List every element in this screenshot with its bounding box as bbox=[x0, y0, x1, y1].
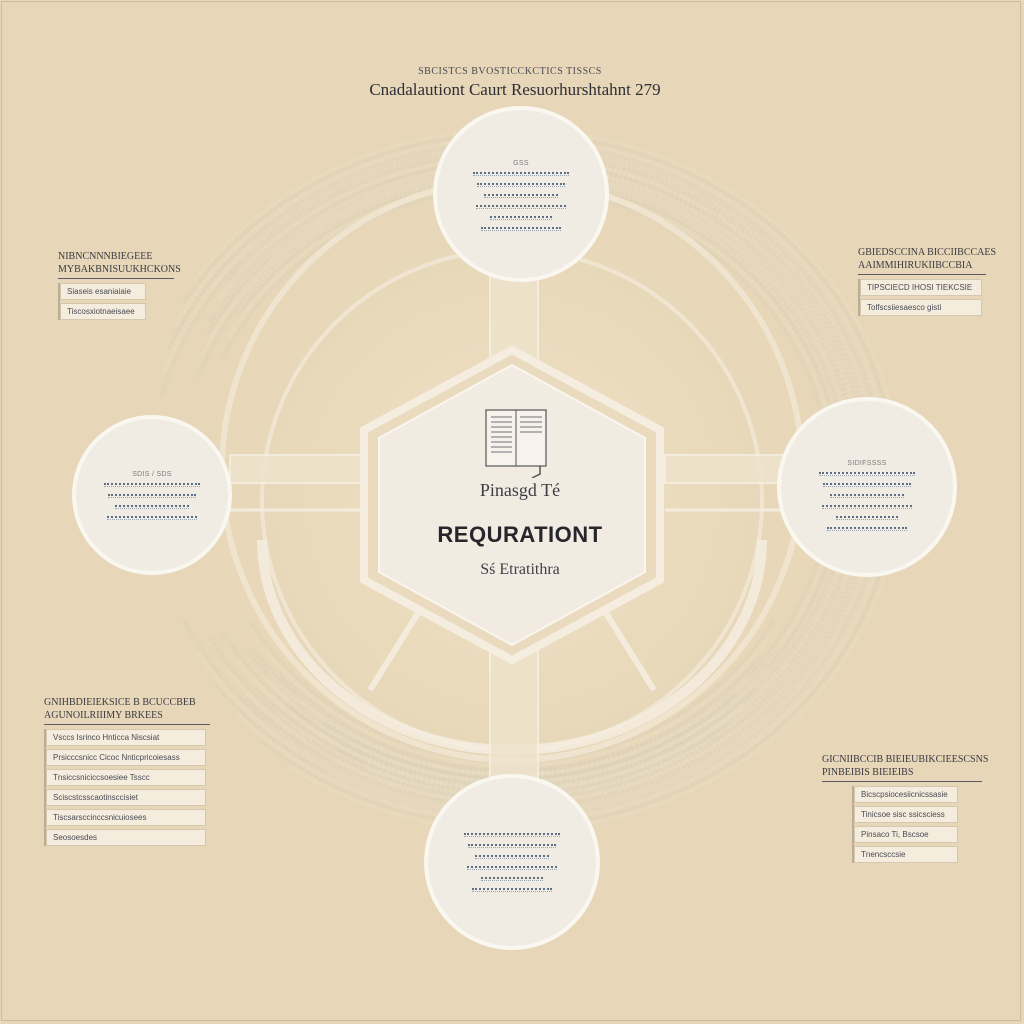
callout-top-right: GBIEDSCCINA BICCIIBCCAES AAIMMIHIRUKIIBC… bbox=[858, 246, 997, 319]
callout-bottom-left-rows: Vsccs Isrinco Hnticca Niscsiat Prsicccsn… bbox=[44, 729, 206, 846]
node-text-line bbox=[108, 493, 196, 498]
callout-row: Tnsiccsniciccsoesiee Tsscc bbox=[46, 769, 206, 786]
spoke-right bbox=[601, 608, 657, 692]
callout-row: Seosoesdes bbox=[46, 829, 206, 846]
swirl-stroke bbox=[262, 639, 768, 767]
node-text-line bbox=[827, 526, 907, 531]
callout-bottom-right: GICNIIBCCIB BIEIEUBIKCIEESCSNS PINBEIBIS… bbox=[822, 753, 989, 866]
connectors bbox=[229, 269, 786, 791]
diagram-title: Cnadalautiont Caurt Resuorhurshtahnt 279 bbox=[369, 80, 661, 99]
node-text-line bbox=[822, 504, 912, 509]
callout-top-right-heading-1: GBIEDSCCINA BICCIIBCCAES bbox=[858, 247, 997, 258]
swirl-stroke bbox=[364, 739, 712, 799]
swirl-stroke bbox=[175, 137, 890, 823]
node-text-line bbox=[484, 193, 558, 198]
node-text-line bbox=[819, 471, 915, 476]
node-text-line bbox=[475, 855, 549, 859]
callout-row: Tinicsoe sisc ssicsciess bbox=[854, 806, 958, 823]
node-text-line bbox=[481, 226, 561, 231]
callout-bottom-left: GNIHBDIEIEKSICE B BCUCCBEB AGUNOILRIIIMY… bbox=[44, 696, 210, 849]
callout-bottom-left-heading-1: GNIHBDIEIEKSICE B BCUCCBEB bbox=[44, 697, 196, 708]
callout-top-left-rows: Siaseis esaniaiaie Tiscosxiotnaeisaee bbox=[58, 283, 146, 320]
swirl-stroke bbox=[247, 650, 777, 779]
center-subtitle: Pinasgd Té bbox=[479, 480, 561, 500]
node-text-line bbox=[104, 482, 200, 487]
node-text-line bbox=[830, 493, 904, 498]
node-right bbox=[777, 397, 957, 577]
callout-row: Tiscosxiotnaeisaee bbox=[60, 303, 146, 320]
callout-bottom-right-heading-1: GICNIIBCCIB BIEIEUBIKCIEESCSNS bbox=[822, 754, 989, 765]
center-label: REQURATIONT bbox=[437, 522, 603, 547]
node-left-lines bbox=[104, 482, 200, 520]
callout-row: Vsccs Isrinco Hnticca Niscsiat bbox=[46, 729, 206, 746]
callout-top-left-rule bbox=[58, 278, 174, 279]
callout-top-right-rule bbox=[858, 274, 986, 275]
callout-bottom-right-heading-2: PINBEIBIS BIEIEIBS bbox=[822, 767, 914, 778]
callout-row: Sciscstcsscaotinsccisiet bbox=[46, 789, 206, 806]
node-text-line bbox=[490, 215, 552, 220]
connector-top bbox=[489, 269, 539, 361]
node-text-line bbox=[107, 515, 197, 520]
node-text-line bbox=[481, 877, 543, 881]
node-bottom-lines bbox=[464, 833, 560, 892]
callout-top-left: NIBNCNNNBIEGEEE MYBAKBNISUUKHCKONS Siase… bbox=[58, 250, 181, 323]
connector-bottom bbox=[489, 649, 539, 791]
node-text-line bbox=[467, 866, 557, 870]
node-text-line bbox=[464, 833, 560, 837]
callout-top-left-heading-2: MYBAKBNISUUKHCKONS bbox=[58, 264, 181, 275]
callout-row: Bicscpsiocesiicnicssasie bbox=[854, 786, 958, 803]
callout-row: TIPSCIECD IHOSI TIEKCSIE bbox=[860, 279, 982, 296]
callout-row: Siaseis esaniaiaie bbox=[60, 283, 146, 300]
swirl-stroke bbox=[223, 187, 831, 773]
node-right-text: SIDIFSSSS bbox=[800, 425, 934, 565]
node-text-line bbox=[473, 171, 569, 176]
diagram-supertitle: SBCISTCS BVOSTICCKCTICS TISSCS bbox=[418, 66, 602, 77]
center-footer: Sś Etratithra bbox=[480, 561, 560, 578]
connector-right bbox=[664, 454, 786, 484]
node-top-lines bbox=[473, 171, 569, 231]
callout-row: Tnencsccsie bbox=[854, 846, 958, 863]
node-top-heading: GSS bbox=[513, 159, 529, 167]
callout-bottom-left-heading-2: AGUNOILRIIIMY BRKEES bbox=[44, 710, 163, 721]
node-text-line bbox=[115, 504, 189, 509]
callout-row: Pinsaco Ti, Bscsoe bbox=[854, 826, 958, 843]
node-text-line bbox=[472, 888, 552, 892]
connector-left bbox=[229, 454, 366, 484]
callout-top-left-heading-1: NIBNCNNNBIEGEEE bbox=[58, 251, 153, 262]
callout-top-right-heading-2: AAIMMIHIRUKIIBCCBIA bbox=[858, 260, 973, 271]
callout-row: Tolfscsiiesaesco gisti bbox=[860, 299, 982, 316]
open-book-icon bbox=[484, 408, 550, 479]
callout-row: Prsicccsnicc Cicoc Nnticpricoiesass bbox=[46, 749, 206, 766]
swirl-stroke bbox=[197, 175, 847, 785]
callout-bottom-left-rule bbox=[44, 724, 210, 725]
center-hexagon bbox=[378, 363, 646, 647]
node-right-heading: SIDIFSSSS bbox=[847, 459, 887, 467]
spoke-left bbox=[367, 608, 423, 692]
node-top-text: GSS bbox=[455, 120, 587, 270]
callout-row: Tiscsarsccinccsnicuiosees bbox=[46, 809, 206, 826]
node-text-line bbox=[836, 515, 898, 520]
node-bottom-text bbox=[450, 800, 574, 920]
swirl-stroke bbox=[168, 141, 885, 819]
node-bottom bbox=[424, 774, 600, 950]
node-right-lines bbox=[819, 471, 915, 531]
callout-top-right-rows: TIPSCIECD IHOSI TIEKCSIE Tolfscsiiesaesc… bbox=[858, 279, 982, 316]
node-text-line bbox=[468, 844, 556, 848]
node-text-line bbox=[823, 482, 911, 487]
node-left-text: SDIS / SDS bbox=[92, 430, 212, 560]
node-text-line bbox=[476, 204, 566, 209]
node-left-heading: SDIS / SDS bbox=[132, 470, 172, 478]
callout-bottom-right-rows: Bicscpsiocesiicnicssasie Tinicsoe sisc s… bbox=[852, 786, 958, 863]
node-text-line bbox=[477, 182, 565, 187]
callout-bottom-right-rule bbox=[822, 781, 982, 782]
